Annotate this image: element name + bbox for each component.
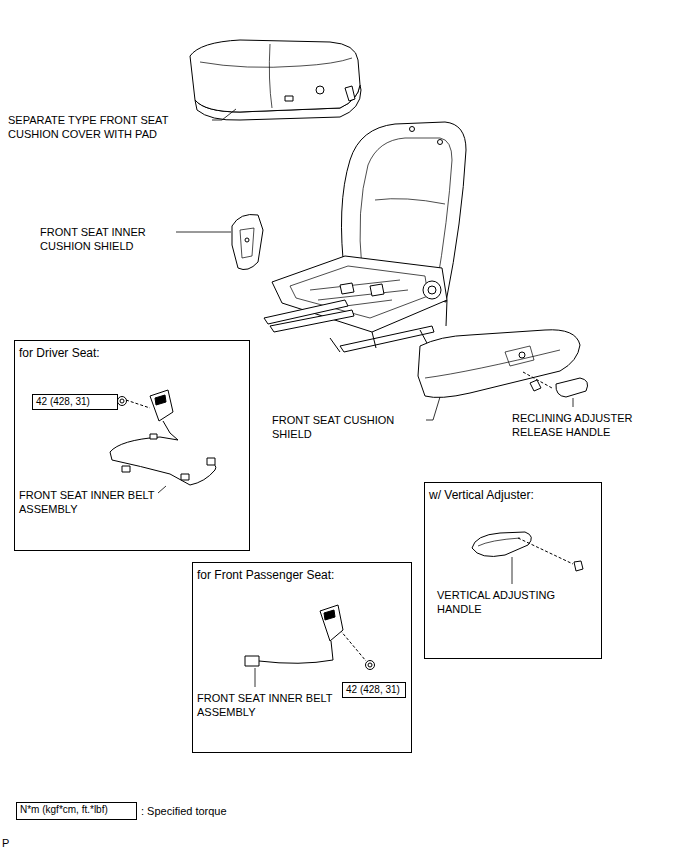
page-code: P <box>2 836 9 850</box>
driver-belt-drawing <box>110 390 216 493</box>
part-name: VERTICAL ADJUSTING HANDLE <box>437 588 587 616</box>
panel-heading: w/ Vertical Adjuster: <box>425 483 601 502</box>
torque-value: 42 (428, 31) <box>33 395 117 409</box>
part-name: FRONT SEAT INNER BELT ASSEMBLY <box>19 488 159 516</box>
torque-value: N*m (kgf*cm, ft.*lbf) <box>17 803 136 817</box>
panel-heading: for Front Passenger Seat: <box>193 563 411 582</box>
vertical-handle-drawing <box>472 532 583 584</box>
torque-legend-box: N*m (kgf*cm, ft.*lbf) <box>16 802 137 820</box>
part-name: FRONT SEAT INNER CUSHION SHIELD <box>40 225 180 253</box>
part-name: FRONT SEAT INNER BELT ASSEMBLY <box>197 691 337 719</box>
torque-box: 42 (428, 31) <box>342 682 406 698</box>
variant-panel: w/ Vertical Adjuster: <box>424 482 602 659</box>
torque-value: 42 (428, 31) <box>343 683 405 697</box>
passenger-belt-drawing <box>245 605 375 687</box>
variant-panel: for Driver Seat: 42 (428, 31) <box>14 340 250 551</box>
part-name: FRONT SEAT CUSHION SHIELD <box>272 413 422 441</box>
legend-text: : Specified torque <box>141 804 227 818</box>
reclining-handle-drawing <box>523 372 588 397</box>
part-name: RECLINING ADJUSTER RELEASE HANDLE <box>512 411 672 439</box>
leader-lines <box>176 109 573 420</box>
panel-heading: for Driver Seat: <box>15 341 249 360</box>
seat-frame-drawing <box>264 256 447 352</box>
inner-shield-drawing <box>232 214 263 269</box>
cushion-pad-drawing <box>190 40 361 120</box>
part-name: SEPARATE TYPE FRONT SEAT CUSHION COVER W… <box>8 113 208 141</box>
torque-box: 42 (428, 31) <box>32 394 118 410</box>
variant-panel: for Front Passenger Seat: 42 (428, 31) <box>192 562 412 753</box>
